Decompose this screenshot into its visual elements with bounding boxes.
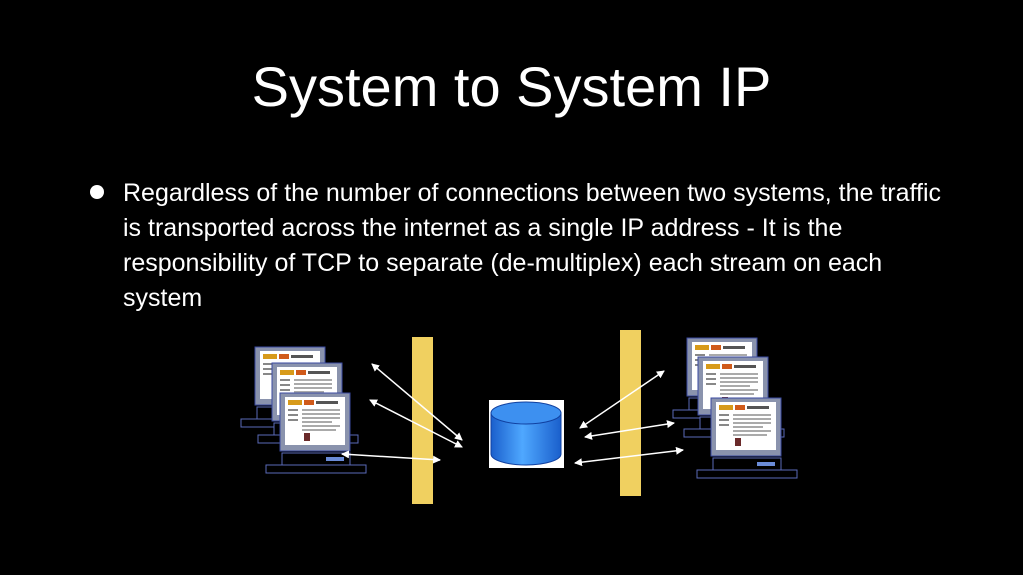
left-firewall <box>412 337 433 504</box>
bullet-dot-icon <box>90 185 104 199</box>
bullet-text: Regardless of the number of connections … <box>123 179 942 312</box>
bullet-item: Regardless of the number of connections … <box>90 176 960 316</box>
right-arrows <box>574 370 684 467</box>
database-icon <box>489 400 564 468</box>
right-firewall <box>620 330 641 496</box>
bullet-list: Regardless of the number of connections … <box>90 176 960 316</box>
left-computer-3 <box>265 392 367 474</box>
right-computer-3 <box>696 397 798 479</box>
slide-title: System to System IP <box>251 55 772 118</box>
left-arrows <box>341 363 463 464</box>
